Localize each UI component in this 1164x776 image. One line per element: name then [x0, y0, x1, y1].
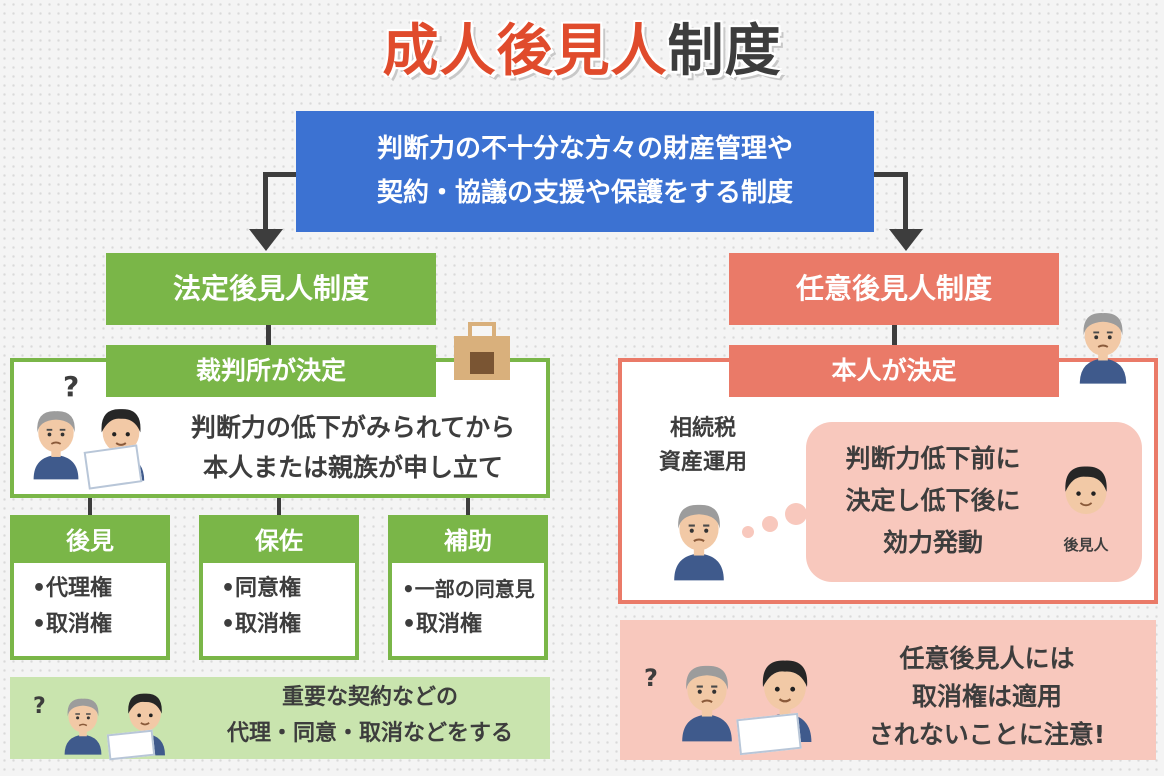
category-box-curatorship: 保佐 •同意権 •取消権: [199, 515, 359, 660]
voluntary-header-connector: [892, 325, 897, 345]
guardian-label: 後見人: [1063, 536, 1109, 554]
left-connector-h: [263, 172, 298, 177]
right-arrow-head-icon: [889, 229, 923, 251]
elderly-person-icon: [1074, 292, 1132, 398]
left-arrow-head-icon: [249, 229, 283, 251]
elderly-person-icon: [60, 690, 106, 758]
category-box-assistance: 補助 •一部の同意見 •取消権: [388, 515, 548, 660]
title-red-part: 成人後見人: [382, 19, 668, 84]
definition-line-2: 契約・協議の支援や保護をする制度: [376, 178, 793, 208]
court-decides-label: 裁判所が決定: [106, 345, 436, 397]
elderly-person-icon: [668, 495, 730, 583]
left-connector-v: [263, 172, 268, 232]
legal-guardianship-header: 法定後見人制度: [106, 253, 436, 325]
voluntary-note-line-3: されないことに注意!: [868, 720, 1106, 749]
legal-note-line-1: 重要な契約などの: [281, 685, 458, 710]
thought-dots-icon: [740, 500, 810, 540]
elderly-person-icon: [28, 400, 84, 484]
right-connector-v: [903, 172, 908, 232]
legal-description-line-1: 判断力の低下がみられてから: [190, 413, 516, 442]
courthouse-icon: [450, 318, 514, 382]
voluntary-note-line-1: 任意後見人には: [899, 644, 1075, 673]
voluntary-topic-1: 相続税: [669, 416, 736, 441]
self-decides-label: 本人が決定: [729, 345, 1059, 397]
voluntary-guardianship-header: 任意後見人制度: [729, 253, 1059, 325]
legal-note-text: 重要な契約などの 代理・同意・取消などをする: [200, 680, 540, 752]
voluntary-note-line-2: 取消権は適用: [911, 682, 1062, 711]
category-connector-1: [88, 498, 92, 516]
category-items: •代理権 •取消権: [14, 563, 166, 643]
legal-note-line-2: 代理・同意・取消などをする: [226, 721, 513, 746]
speech-bubble-text: 判断力低下前に 決定し低下後に 効力発動: [818, 438, 1048, 564]
bubble-line-1: 判断力低下前に: [845, 444, 1021, 473]
question-mark-icon: ?: [63, 370, 80, 403]
voluntary-note-text: 任意後見人には 取消権は適用 されないことに注意!: [832, 640, 1142, 754]
document-icon: [83, 444, 143, 490]
voluntary-topics: 相続税 資産運用: [648, 412, 758, 480]
category-title: 保佐: [203, 519, 355, 563]
category-connector-3: [466, 498, 470, 516]
page-title: 成人後見人制度: [0, 12, 1164, 92]
category-items: •同意権 •取消権: [203, 563, 355, 643]
category-title: 補助: [392, 519, 544, 563]
definition-box: 判断力の不十分な方々の財産管理や 契約・協議の支援や保護をする制度: [296, 111, 874, 232]
category-item: •取消権: [32, 612, 113, 637]
category-item: •代理権: [32, 576, 113, 601]
category-connector-2: [277, 498, 281, 516]
title-dark-part: 制度: [667, 19, 782, 84]
document-icon: [106, 729, 156, 761]
right-connector-h: [872, 172, 908, 177]
category-box-guardianship: 後見 •代理権 •取消権: [10, 515, 170, 660]
category-item: •取消権: [402, 612, 483, 637]
definition-line-1: 判断力の不十分な方々の財産管理や: [376, 134, 793, 164]
category-title: 後見: [14, 519, 166, 563]
category-item: •取消権: [221, 612, 302, 637]
voluntary-topic-2: 資産運用: [658, 450, 747, 475]
bubble-line-3: 効力発動: [882, 528, 983, 557]
document-icon: [736, 712, 802, 756]
question-mark-icon: ?: [644, 664, 658, 692]
legal-note-box: [10, 677, 550, 759]
legal-description-text: 判断力の低下がみられてから 本人または親族が申し立て: [168, 408, 538, 488]
category-item: •同意権: [221, 576, 302, 601]
elderly-person-icon: [676, 652, 738, 748]
guardian-face-icon: [1065, 466, 1107, 515]
question-mark-icon: ?: [33, 694, 46, 719]
legal-description-line-2: 本人または親族が申し立て: [202, 453, 503, 482]
legal-header-connector: [266, 325, 271, 345]
category-items: •一部の同意見 •取消権: [392, 563, 544, 643]
bubble-line-2: 決定し低下後に: [845, 486, 1021, 515]
category-item: •一部の同意見: [402, 577, 535, 601]
